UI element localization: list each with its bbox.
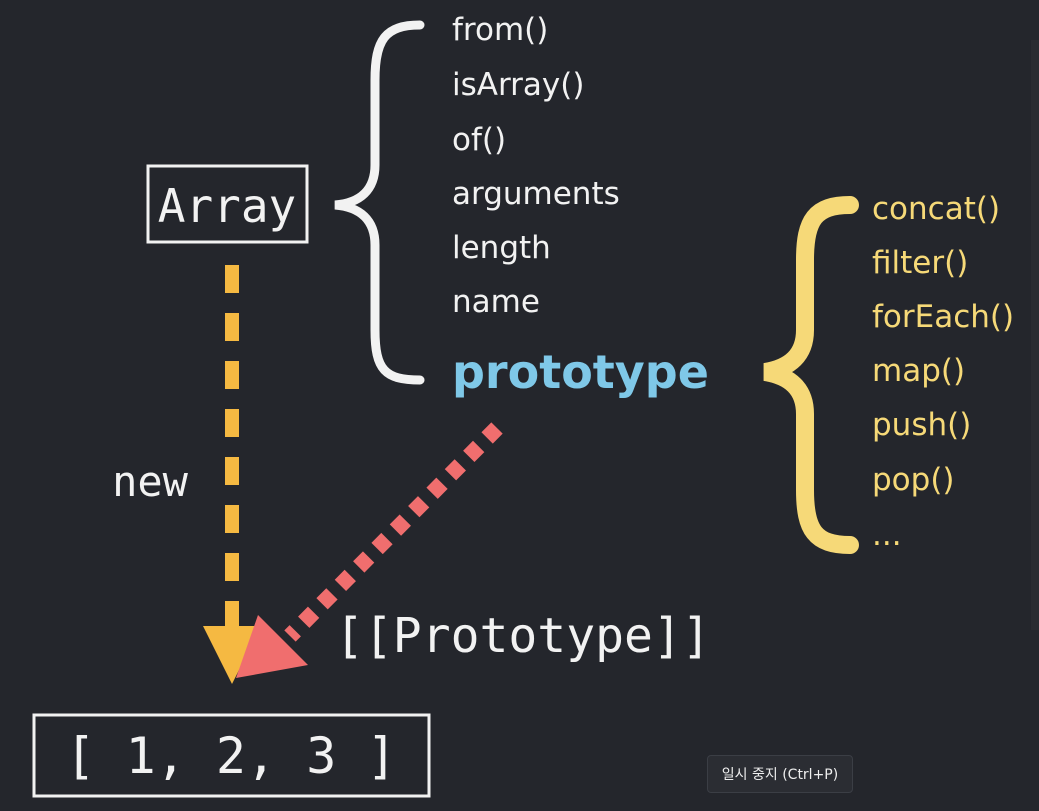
proto-method-concat: concat() bbox=[872, 191, 1000, 227]
static-members-list: from() isArray() of() arguments length n… bbox=[452, 12, 620, 320]
array-box bbox=[146, 164, 309, 244]
instance-box bbox=[32, 713, 431, 798]
proto-method-filter: filter() bbox=[872, 245, 968, 281]
prototype-link-arrow-shaft bbox=[284, 422, 503, 642]
prototype-methods-brace bbox=[763, 196, 859, 554]
proto-method-ellipsis: ... bbox=[872, 517, 902, 553]
array-box-label: Array bbox=[158, 179, 296, 233]
pause-tooltip-text: 일시 중지 (Ctrl+P) bbox=[721, 767, 839, 783]
new-label: new bbox=[112, 457, 189, 506]
static-member-isarray: isArray() bbox=[452, 67, 584, 103]
proto-method-foreach: forEach() bbox=[872, 299, 1014, 335]
proto-method-map: map() bbox=[872, 353, 965, 389]
instance-label: [ 1, 2, 3 ] bbox=[65, 727, 396, 785]
prototype-label: prototype bbox=[452, 345, 709, 399]
static-member-arguments: arguments bbox=[452, 176, 620, 212]
static-member-name: name bbox=[452, 284, 540, 320]
static-members-brace bbox=[334, 20, 425, 385]
proto-method-pop: pop() bbox=[872, 462, 955, 498]
proto-method-push: push() bbox=[872, 407, 971, 443]
static-member-from: from() bbox=[452, 12, 548, 48]
static-member-of: of() bbox=[452, 122, 506, 158]
pause-tooltip: 일시 중지 (Ctrl+P) bbox=[707, 755, 853, 793]
prototype-methods-list: concat() filter() forEach() map() push()… bbox=[872, 191, 1014, 553]
internal-prototype-label: [[Prototype]] bbox=[335, 608, 711, 664]
new-arrow-head bbox=[203, 626, 261, 684]
static-member-length: length bbox=[452, 230, 551, 266]
scrollbar-track[interactable] bbox=[1031, 40, 1039, 630]
prototype-link-arrow-head bbox=[236, 615, 308, 678]
